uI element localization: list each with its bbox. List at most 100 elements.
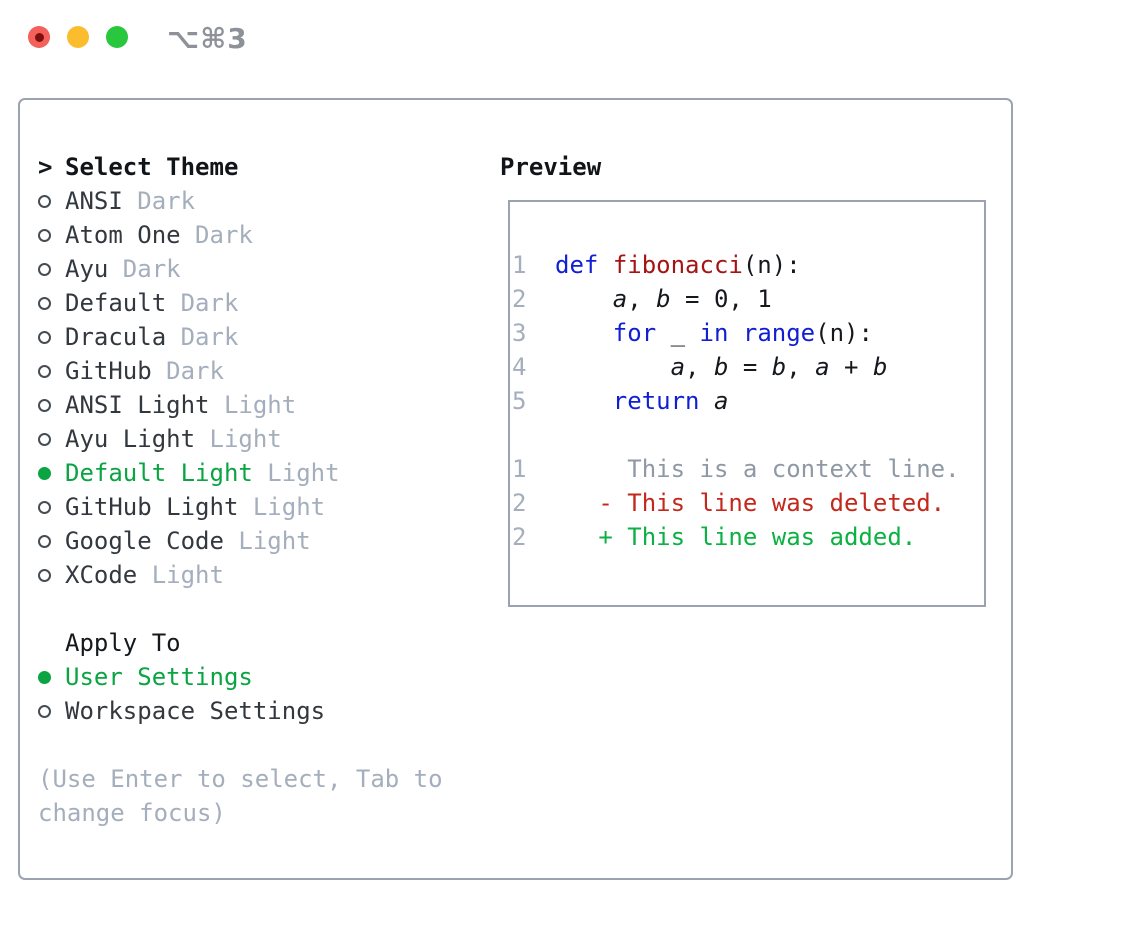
code-token-keyword: def xyxy=(555,251,599,279)
marker-column xyxy=(38,262,65,276)
code-token-context: This is a context line. xyxy=(555,455,960,483)
apply-to-header: Apply To xyxy=(65,629,181,657)
option-label: Ayu Dark xyxy=(65,255,181,283)
preview-line: 1 This is a context line. xyxy=(510,452,984,486)
code-token-deleted: - This line was deleted. xyxy=(555,489,946,517)
option-label: ANSI Dark xyxy=(65,187,196,215)
theme-option[interactable]: Google Code Light xyxy=(38,524,488,558)
traffic-lights xyxy=(28,26,128,48)
line-number xyxy=(510,418,555,452)
preview-line: 2 + This line was added. xyxy=(510,520,984,554)
code-token-variable: a xyxy=(612,285,628,313)
option-label: GitHub Dark xyxy=(65,357,224,385)
code-token-plain xyxy=(555,316,613,350)
radio-icon xyxy=(38,704,51,718)
code-token-keyword: range xyxy=(742,319,816,347)
theme-option[interactable]: Default Dark xyxy=(38,286,488,320)
radio-icon xyxy=(38,568,51,582)
marker-column xyxy=(38,432,65,446)
code-token-keyword: in xyxy=(699,319,729,347)
line-number: 3 xyxy=(512,319,527,347)
code-token-plain: _ xyxy=(656,319,700,347)
select-theme-title: Select Theme xyxy=(65,153,239,181)
code-token-plain: (n): xyxy=(742,251,801,279)
code-token-variable: a xyxy=(670,353,686,381)
option-variant-label: Light xyxy=(238,527,311,555)
code-token-variable: a xyxy=(815,353,830,381)
marker-column xyxy=(38,330,65,344)
code-token-plain: = xyxy=(728,353,772,381)
line-number: 1 xyxy=(512,455,527,483)
preview-line: 4 a, b = b, a + b xyxy=(510,350,984,384)
line-number: 2 xyxy=(512,489,527,517)
code-token-plain: , xyxy=(786,353,816,381)
theme-option[interactable]: Ayu Dark xyxy=(38,252,488,286)
window-titlebar: ⌥⌘3 xyxy=(0,0,1140,78)
code-token-function: fibonacci xyxy=(612,251,743,279)
marker-column xyxy=(38,398,65,412)
code-token-variable: b xyxy=(656,285,671,313)
code-token-plain xyxy=(555,384,613,418)
minimize-button[interactable] xyxy=(67,26,89,48)
preview-header: Preview xyxy=(500,153,602,181)
radio-selected-icon xyxy=(38,466,51,480)
radio-icon xyxy=(38,330,51,344)
theme-option[interactable]: ANSI Light Light xyxy=(38,388,488,422)
apply-to-option[interactable]: User Settings xyxy=(38,660,488,694)
theme-option[interactable]: GitHub Light Light xyxy=(38,490,488,524)
option-variant-label: Dark xyxy=(195,221,253,249)
theme-option[interactable]: Default Light Light xyxy=(38,456,488,490)
option-variant-label: Dark xyxy=(122,255,181,283)
code-token-added: + This line was added. xyxy=(555,523,917,551)
option-variant-label: Dark xyxy=(180,323,239,351)
marker-column xyxy=(38,534,65,548)
preview-line: 1 def fibonacci(n): xyxy=(510,248,984,282)
code-token-keyword: for xyxy=(612,319,657,347)
radio-icon xyxy=(38,262,51,276)
code-token-variable: b xyxy=(771,353,787,381)
preview-line xyxy=(510,418,984,452)
option-variant-label: Light xyxy=(209,425,282,453)
radio-icon xyxy=(38,364,51,378)
line-number: 4 xyxy=(512,353,527,381)
option-variant-label: Light xyxy=(252,493,326,521)
option-label: Dracula Dark xyxy=(65,323,239,351)
theme-option[interactable]: Ayu Light Light xyxy=(38,422,488,456)
option-variant-label: Light xyxy=(267,459,340,487)
code-token-plain xyxy=(728,316,742,350)
line-number: 2 xyxy=(512,285,527,313)
line-number: 1 xyxy=(512,251,527,279)
marker-column xyxy=(38,568,65,582)
marker-column xyxy=(38,704,65,718)
close-dot-icon xyxy=(34,32,44,42)
theme-option[interactable]: Dracula Dark xyxy=(38,320,488,354)
preview-line: 3 for _ in range(n): xyxy=(510,316,984,350)
option-label: Default Dark xyxy=(65,289,239,317)
code-token-variable: a xyxy=(713,387,729,415)
code-token-variable: b xyxy=(872,353,888,381)
select-theme-header: > Select Theme xyxy=(38,150,488,184)
apply-to-option[interactable]: Workspace Settings xyxy=(38,694,488,728)
code-token-variable: b xyxy=(713,353,729,381)
close-button[interactable] xyxy=(28,26,50,48)
radio-icon xyxy=(38,398,51,412)
option-label: Google Code Light xyxy=(65,527,311,555)
theme-option[interactable]: XCode Light xyxy=(38,558,488,592)
code-token-plain xyxy=(555,350,671,384)
code-token-plain xyxy=(555,282,613,316)
theme-option[interactable]: ANSI Dark xyxy=(38,184,488,218)
window-shortcut-label: ⌥⌘3 xyxy=(167,22,248,55)
hint-text: (Use Enter to select, Tab to change focu… xyxy=(38,765,443,827)
theme-option[interactable]: GitHub Dark xyxy=(38,354,488,388)
theme-option[interactable]: Atom One Dark xyxy=(38,218,488,252)
marker-column xyxy=(38,500,65,514)
option-variant-label: Dark xyxy=(166,357,224,385)
zoom-button[interactable] xyxy=(106,26,128,48)
code-token-keyword: return xyxy=(612,387,700,415)
line-number: 5 xyxy=(512,387,527,415)
radio-icon xyxy=(38,194,51,208)
radio-icon xyxy=(38,534,51,548)
option-label: XCode Light xyxy=(65,561,224,589)
